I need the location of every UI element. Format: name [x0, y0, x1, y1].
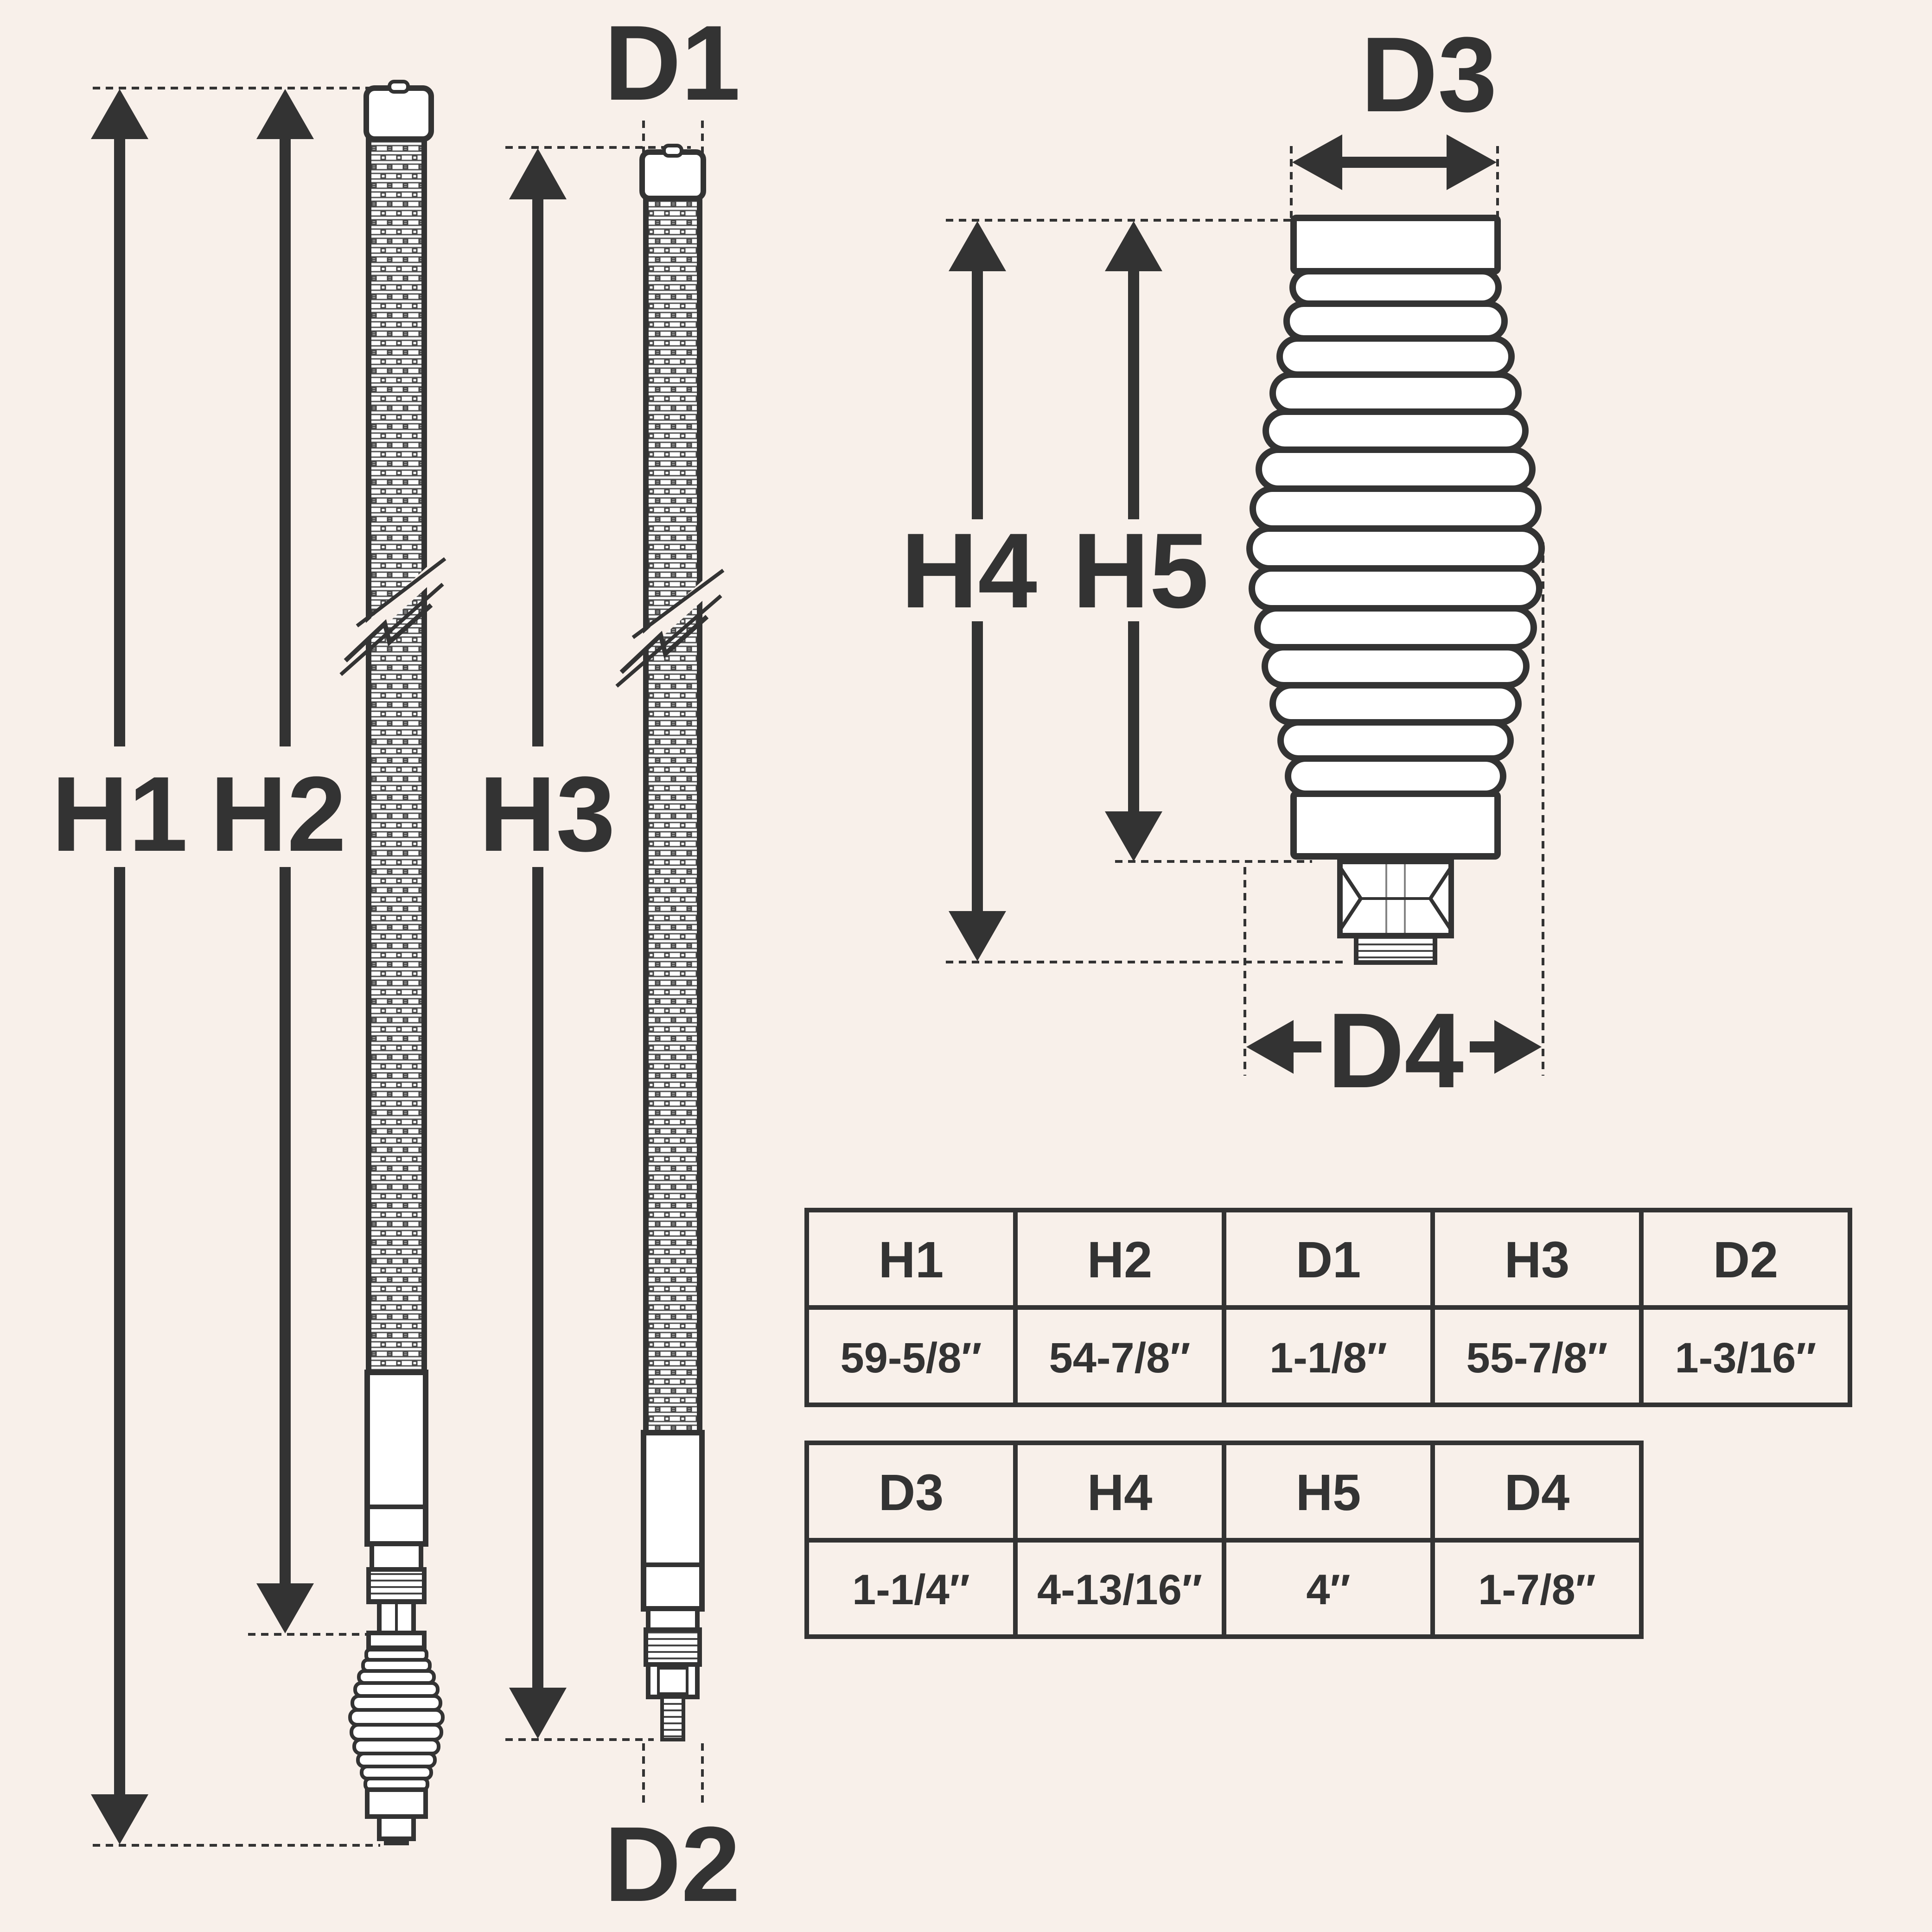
table-2-header: H5: [1296, 1464, 1361, 1521]
table-1-header: H1: [879, 1231, 944, 1288]
spring-top-collar: [1290, 215, 1501, 274]
arrow-right-icon: [1494, 1020, 1542, 1074]
h3-label: H3: [479, 754, 615, 874]
table-2-header: D3: [879, 1464, 944, 1521]
arrow-right-icon: [1447, 134, 1497, 190]
table-1-header: H2: [1087, 1231, 1153, 1288]
table-2-header: D4: [1505, 1464, 1570, 1521]
arrow-up-icon: [91, 89, 148, 139]
h2-label: H2: [210, 754, 346, 874]
antenna-1-tip-cap: [363, 85, 434, 142]
dimension-table-2: D3 H4 H5 D4 1-1/4″ 4-13/16″ 4″ 1-7/8″: [804, 1441, 1644, 1639]
arrow-left-icon: [1292, 134, 1342, 190]
antenna-1: [339, 80, 446, 1845]
antenna-1-spring: [348, 1648, 445, 1845]
h3-dimension: H3: [479, 146, 691, 1741]
threaded-stud: [1354, 933, 1437, 965]
arrow-down-icon: [256, 1583, 314, 1633]
table-1-value: 59-5/8″: [841, 1334, 982, 1382]
arrow-down-icon: [949, 911, 1006, 961]
arrow-left-icon: [1246, 1020, 1294, 1074]
dimension-table-1: H1 H2 D1 H3 D2 59-5/8″ 54-7/8″ 1-1/8″ 55…: [804, 1208, 1852, 1407]
hex-nut-icon: [1337, 859, 1454, 938]
table-1-header: D2: [1713, 1231, 1779, 1288]
h4-label: H4: [901, 511, 1037, 630]
antenna-2-ferrule: [641, 1430, 705, 1612]
antenna-2-tip-cap: [639, 149, 706, 201]
h1-label: H1: [51, 754, 188, 874]
spring-bottom-collar: [1290, 791, 1501, 860]
arrow-up-icon: [949, 221, 1006, 271]
table-1-value: 55-7/8″: [1467, 1334, 1608, 1382]
table-2-value: 1-7/8″: [1478, 1566, 1596, 1613]
d3-label: D3: [1361, 15, 1497, 134]
arrow-down-icon: [1105, 811, 1162, 861]
arrow-down-icon: [509, 1688, 567, 1739]
d1-label: D1: [604, 3, 740, 122]
h1-dimension: H1: [51, 87, 380, 1847]
antenna-1-ferrule: [364, 1370, 428, 1547]
arrow-up-icon: [256, 89, 314, 139]
table-1-header: D1: [1296, 1231, 1361, 1288]
antenna-2: D1 D2: [604, 3, 740, 1924]
arrow-down-icon: [91, 1794, 148, 1844]
break-symbol-icon: [339, 557, 446, 676]
h5-label: H5: [1072, 511, 1209, 630]
d2-label: D2: [604, 1804, 740, 1924]
break-symbol-icon: [615, 568, 725, 688]
arrow-up-icon: [509, 148, 567, 199]
table-2-value: 1-1/4″: [852, 1566, 970, 1613]
spring-coils: [1246, 268, 1545, 797]
table-2-value: 4″: [1306, 1566, 1350, 1613]
spring-detail: D3 H4 H5 D4: [901, 15, 1545, 1110]
table-2-value: 4-13/16″: [1037, 1566, 1202, 1613]
table-1-value: 1-1/8″: [1269, 1334, 1387, 1382]
d4-label: D4: [1327, 991, 1464, 1110]
table-1-header: H3: [1505, 1231, 1570, 1288]
table-2-header: H4: [1087, 1464, 1153, 1521]
table-1-value: 54-7/8″: [1049, 1334, 1191, 1382]
table-1-value: 1-3/16″: [1675, 1334, 1817, 1382]
arrow-up-icon: [1105, 221, 1162, 271]
h2-dimension: H2: [210, 89, 380, 1636]
